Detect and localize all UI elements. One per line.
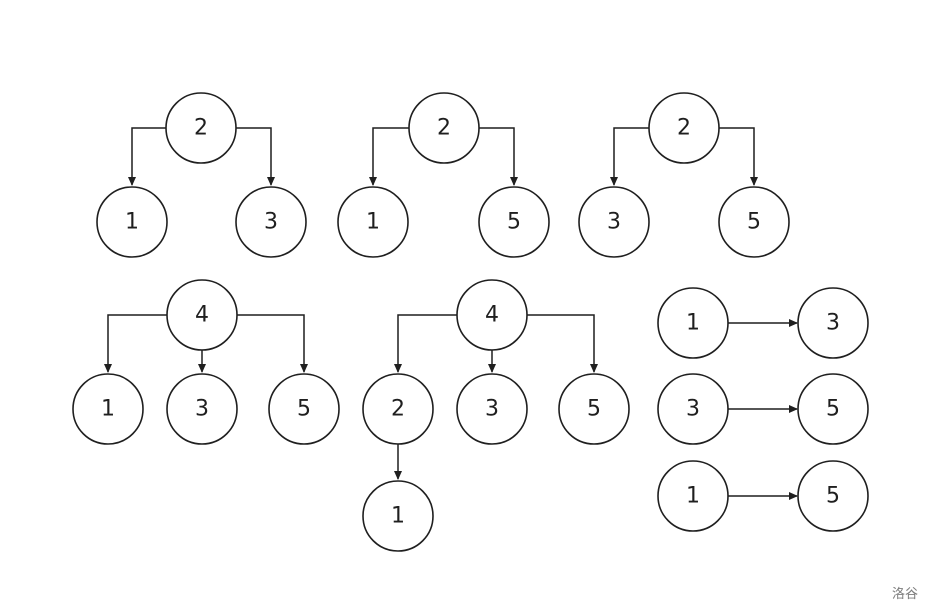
node-tree-4-2-3-5-child-2: 3 [456, 373, 528, 445]
node-label: 3 [264, 210, 278, 235]
watermark: 洛谷 [891, 587, 918, 602]
node-label: 1 [101, 397, 115, 422]
node-tree-2-3-5-child-1: 3 [578, 186, 650, 258]
edge-tree-4-1-3-5-to-5 [237, 314, 308, 373]
edge-tree-2-3-5-to-5 [719, 127, 758, 186]
edge-tree-2-3-5-to-3 [610, 127, 649, 186]
node-chain-1-3-from: 1 [657, 287, 729, 359]
node-chain-1-5-to: 5 [797, 460, 869, 532]
edges [104, 127, 798, 500]
node-tree-2-1-5-root: 2 [408, 92, 480, 164]
node-label: 2 [194, 116, 208, 141]
node-tree-2-1-3-child-2: 3 [235, 186, 307, 258]
node-label: 3 [485, 397, 499, 422]
node-tree-2-1-3-child-1: 1 [96, 186, 168, 258]
node-tree-4-1-3-5-child-1: 1 [72, 373, 144, 445]
node-label: 5 [507, 210, 521, 235]
node-tree-2-3-5-root: 2 [648, 92, 720, 164]
edge-tree-2-1-3-to-3 [236, 127, 275, 186]
node-label: 2 [391, 397, 405, 422]
node-label: 5 [747, 210, 761, 235]
edge-tree-4-2-3-5-to-5 [527, 314, 598, 373]
nodes: 2 1 3 2 1 5 2 3 [72, 92, 869, 552]
node-label: 4 [485, 303, 499, 328]
node-tree-2-3-5-child-2: 5 [718, 186, 790, 258]
node-tree-2-1-5-child-1: 1 [337, 186, 409, 258]
edge-tree-2-1-5-to-1 [369, 127, 409, 186]
node-tree-4-1-3-5-child-3: 5 [268, 373, 340, 445]
node-tree-2-1-3-root: 2 [165, 92, 237, 164]
node-label: 5 [587, 397, 601, 422]
node-label: 1 [125, 210, 139, 235]
node-label: 5 [297, 397, 311, 422]
edge-tree-4-2-3-5-to-2 [394, 314, 457, 373]
node-tree-4-2-3-5-child-1: 2 [362, 373, 434, 445]
node-chain-1-5-from: 1 [657, 460, 729, 532]
node-chain-3-5-from: 3 [657, 373, 729, 445]
node-label: 5 [826, 397, 840, 422]
node-label: 1 [391, 504, 405, 529]
node-label: 1 [686, 484, 700, 509]
node-label: 3 [195, 397, 209, 422]
node-label: 3 [686, 397, 700, 422]
node-tree-2-1-5-child-2: 5 [478, 186, 550, 258]
node-tree-4-2-3-5-grandchild: 1 [362, 480, 434, 552]
node-tree-4-1-3-5-child-2: 3 [166, 373, 238, 445]
node-label: 1 [686, 311, 700, 336]
node-label: 4 [195, 303, 209, 328]
node-label: 2 [677, 116, 691, 141]
node-label: 1 [366, 210, 380, 235]
edge-tree-2-1-3-to-1 [128, 127, 166, 186]
node-chain-1-3-to: 3 [797, 287, 869, 359]
edge-tree-4-1-3-5-to-1 [104, 314, 167, 373]
node-label: 5 [826, 484, 840, 509]
edge-tree-2-1-5-to-5 [479, 127, 518, 186]
node-tree-4-2-3-5-root: 4 [456, 279, 528, 351]
node-label: 3 [607, 210, 621, 235]
node-label: 2 [437, 116, 451, 141]
node-tree-4-2-3-5-child-3: 5 [558, 373, 630, 445]
node-chain-3-5-to: 5 [797, 373, 869, 445]
node-tree-4-1-3-5-root: 4 [166, 279, 238, 351]
node-label: 3 [826, 311, 840, 336]
